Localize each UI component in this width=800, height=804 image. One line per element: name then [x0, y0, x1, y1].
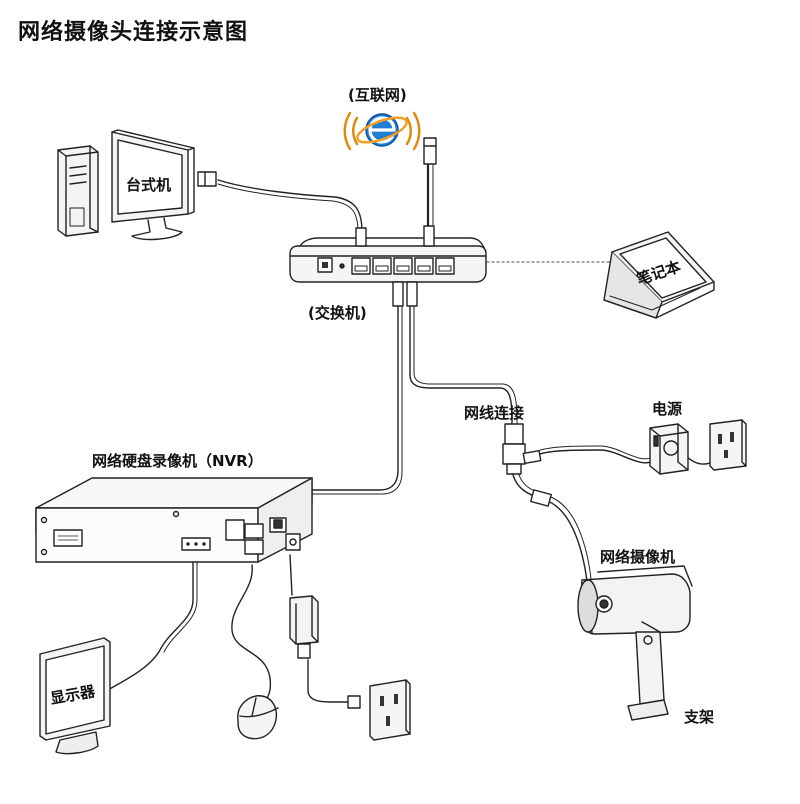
cable-desktop-switch [217, 179, 363, 233]
cable-nvr-mouse [231, 564, 271, 708]
nvr-recorder [35, 477, 313, 563]
network-coupler [502, 423, 552, 507]
internet-explorer-icon [343, 111, 421, 151]
label-desktop: 台式机 [126, 176, 172, 194]
label-switch: (交换机) [308, 304, 367, 322]
label-ip-camera: 网络摄像机 [600, 548, 676, 566]
label-network-cable: 网线连接 [464, 404, 525, 422]
monitor-display [39, 637, 111, 755]
ip-camera [577, 565, 693, 721]
page-title: 网络摄像头连接示意图 [18, 20, 249, 45]
label-bracket: 支架 [684, 708, 715, 726]
label-power: 电源 [652, 400, 683, 418]
power-adapter [649, 423, 689, 475]
label-nvr: 网络硬盘录像机（NVR） [92, 452, 263, 470]
cable-switch-camera [409, 304, 513, 441]
mouse [237, 695, 279, 740]
cable-nvr-monitor [107, 559, 194, 691]
cable-nvr-adapter [289, 554, 293, 596]
nvr-power-adapter [289, 595, 361, 709]
label-internet: (互联网) [348, 86, 407, 104]
laptop [603, 231, 715, 319]
wall-outlet-camera [709, 419, 747, 471]
network-switch [289, 225, 487, 307]
wall-outlet-nvr [369, 679, 411, 741]
desktop-pc [57, 129, 217, 241]
